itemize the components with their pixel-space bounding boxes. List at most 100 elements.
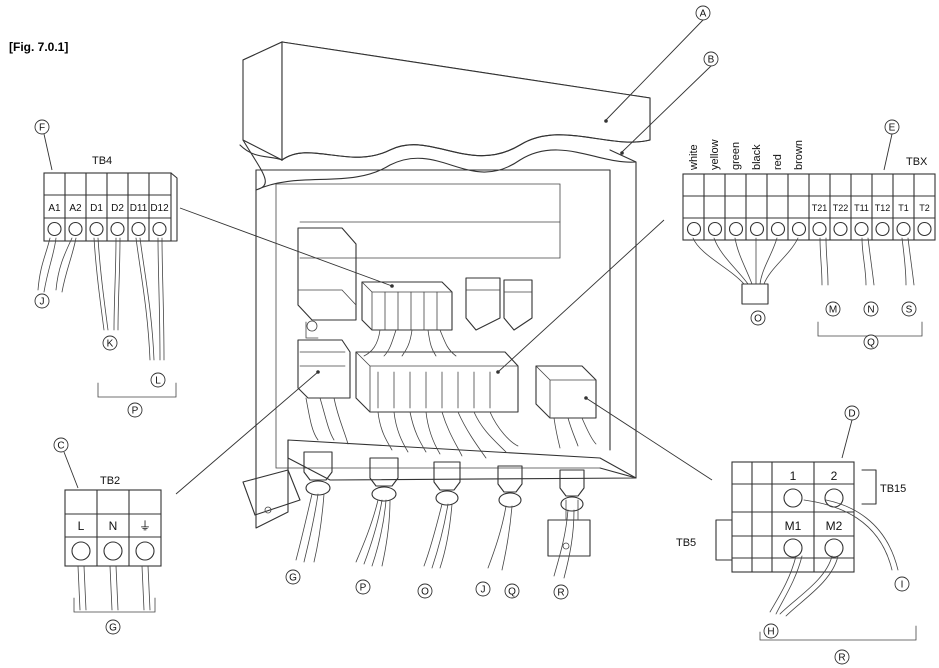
tbx-wire-color-label: black bbox=[751, 144, 763, 170]
callout-letter-o: O bbox=[421, 587, 429, 598]
callout-letter-e: E bbox=[889, 123, 896, 134]
tb4-terminal-label: D11 bbox=[130, 203, 148, 214]
callout-circle bbox=[102, 335, 118, 351]
callout-circle bbox=[703, 51, 719, 67]
callout-letter-d: D bbox=[848, 409, 855, 420]
tb2-terminal-label: N bbox=[109, 519, 118, 533]
callout-letter-r: R bbox=[838, 653, 845, 664]
callout-circle bbox=[894, 576, 910, 592]
control-box bbox=[239, 41, 651, 579]
callout-circle bbox=[695, 5, 711, 21]
tb4-screw-terminal bbox=[89, 221, 104, 237]
callout-circle bbox=[901, 301, 917, 317]
tbx-wire-color-label: brown bbox=[793, 140, 805, 170]
tb5-name: TB5 bbox=[676, 537, 696, 549]
cable-gland-g bbox=[295, 451, 333, 563]
callout-letter-q: Q bbox=[867, 338, 875, 349]
callout-letter-j: J bbox=[481, 585, 486, 596]
tb5-terminal-label: M1 bbox=[785, 519, 802, 533]
callout-letter-l: L bbox=[155, 376, 161, 387]
cable-gland-j bbox=[487, 465, 523, 571]
tbx-screw-terminal bbox=[791, 221, 807, 237]
callout-letter-p: P bbox=[360, 583, 367, 594]
tb15-terminal-label: 2 bbox=[831, 469, 838, 483]
tb4-terminal-label: D12 bbox=[150, 203, 169, 214]
tb15-name: TB15 bbox=[880, 483, 906, 495]
tbx-screw-terminal bbox=[875, 221, 890, 237]
callout-letter-p: P bbox=[132, 406, 139, 417]
callout-letter-s: S bbox=[906, 305, 913, 316]
tb5-terminal-label: M2 bbox=[826, 519, 843, 533]
callout-circle bbox=[825, 301, 841, 317]
tb4-name: TB4 bbox=[92, 155, 112, 167]
tb2-screw-terminal bbox=[135, 541, 155, 561]
callout-circle bbox=[53, 437, 69, 453]
tbx-screw-terminal bbox=[770, 221, 786, 237]
callout-circle bbox=[34, 119, 50, 135]
cable-gland-o bbox=[423, 461, 461, 569]
tb2-terminal-label: ⏚ bbox=[139, 519, 151, 533]
tb4-terminal-label: A2 bbox=[69, 203, 82, 214]
tb5-screw-terminal bbox=[783, 538, 803, 558]
callout-circle bbox=[844, 405, 860, 421]
tbx-name: TBX bbox=[906, 156, 928, 168]
tb2-screw-terminal bbox=[71, 541, 91, 561]
tbx-screw-terminal bbox=[812, 221, 827, 237]
tbx-terminal-label: T2 bbox=[919, 203, 930, 213]
tbx-screw-terminal bbox=[728, 221, 744, 237]
tbx-screw-terminal bbox=[749, 221, 765, 237]
callout-letter-o: O bbox=[754, 314, 762, 325]
callout-letter-f: F bbox=[39, 123, 45, 134]
tbx-wire-color-label: yellow bbox=[709, 139, 721, 170]
tb4-screw-terminal bbox=[131, 221, 146, 237]
tb5-screw-terminal bbox=[824, 538, 844, 558]
cable-gland-p bbox=[355, 457, 399, 567]
callout-circle bbox=[105, 619, 121, 635]
tb15-terminal-label: 1 bbox=[790, 469, 797, 483]
callout-letter-b: B bbox=[708, 55, 715, 66]
tb4-terminal-label: A1 bbox=[48, 203, 61, 214]
callout-circle bbox=[763, 623, 779, 639]
callout-letter-g: G bbox=[109, 623, 117, 634]
tb4-terminal-label: D1 bbox=[90, 203, 103, 214]
tb4-screw-terminal bbox=[47, 221, 62, 237]
tb15-tb5-detail: 1 2 M1 M2 TB15 TB5 bbox=[676, 461, 917, 641]
tb2-screw-terminal bbox=[103, 541, 123, 561]
figure-title: [Fig. 7.0.1] bbox=[9, 40, 69, 54]
tbx-wire-color-label: green bbox=[730, 142, 742, 170]
tb4-screw-terminal bbox=[152, 221, 167, 237]
callout-circle bbox=[34, 293, 50, 309]
callout-letter-k: K bbox=[107, 339, 114, 350]
tb4-terminal-label: D2 bbox=[111, 203, 124, 214]
callout-circle bbox=[355, 579, 371, 595]
cable-gland-r bbox=[547, 469, 591, 579]
callout-letter-r: R bbox=[557, 588, 564, 599]
tbx-screw-terminal bbox=[896, 221, 911, 237]
callout-circle bbox=[504, 583, 520, 599]
callout-circle bbox=[553, 584, 569, 600]
callout-circle bbox=[475, 581, 491, 597]
tb2-name: TB2 bbox=[100, 475, 120, 487]
tbx-screw-terminal bbox=[686, 221, 702, 237]
tbx-screw-terminal bbox=[854, 221, 869, 237]
callout-circle bbox=[417, 583, 433, 599]
callout-circle bbox=[834, 649, 850, 665]
callout-letter-a: A bbox=[700, 9, 707, 20]
callout-circle bbox=[127, 402, 143, 418]
tbx-screw-terminal bbox=[833, 221, 848, 237]
callout-circle bbox=[863, 301, 879, 317]
tb15-screw-terminal bbox=[783, 488, 803, 508]
tbx-terminal-label: T21 bbox=[812, 203, 828, 213]
tbx-terminal-label: T12 bbox=[875, 203, 891, 213]
callout-letter-h: H bbox=[767, 627, 774, 638]
tbx-terminal-label: T1 bbox=[898, 203, 909, 213]
callout-letter-i: I bbox=[901, 580, 904, 591]
callout-letter-n: N bbox=[867, 305, 874, 316]
tbx-wire-color-label: red bbox=[772, 154, 784, 170]
callout-circle bbox=[750, 310, 766, 326]
tbx-screw-terminal bbox=[707, 221, 723, 237]
